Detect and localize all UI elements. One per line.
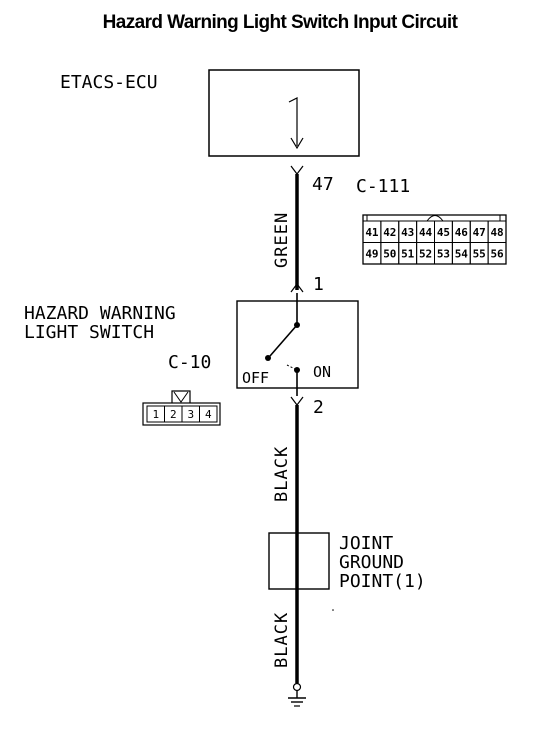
ground-symbol-icon [288,682,306,707]
joint-ground-label-line1: JOINT [339,533,393,554]
c10-pin-cell [199,405,218,423]
ecu-label: ETACS-ECU [60,72,158,93]
ecu-pin-connector-mark [290,165,304,175]
c111-pin-number: 53 [437,248,450,261]
c10-pin-number: 1 [152,408,159,421]
switch-on-label: ON [313,363,331,381]
joint-ground-label-line2: GROUND [339,552,404,573]
switch-pin2-number: 2 [313,397,324,418]
c111-pin-cell [487,242,507,265]
c111-pin-number: 54 [455,248,469,261]
c111-pin-number: 51 [401,248,415,261]
c10-pin-number: 4 [205,408,212,421]
c10-pin-number: 3 [187,408,194,421]
wire-black-upper-label: BLACK [272,446,292,502]
switch-pin2-connector-mark [290,396,304,406]
diagram-title: Hazard Warning Light Switch Input Circui… [102,12,458,33]
wire-green-label: GREEN [272,212,292,268]
ecu-box [208,69,360,157]
joint-ground-box [268,532,330,590]
c111-pin-number: 45 [437,226,450,239]
switch-label-line1: HAZARD WARNING [24,303,176,324]
ecu-input-symbol [288,97,304,150]
switch-label-line2: LIGHT SWITCH [24,322,154,343]
switch-contacts [265,293,300,396]
stray-dot [332,609,334,611]
c111-pin-number: 55 [473,248,486,261]
wire-black-lower-label: BLACK [272,612,292,668]
c111-label: C-111 [356,176,410,197]
switch-pin1-number: 1 [313,274,324,295]
c111-pin-number: 44 [419,226,433,239]
c111-pin-number: 49 [365,248,378,261]
c111-pin-number: 43 [401,226,414,239]
c111-pin-number: 48 [490,226,503,239]
switch-off-label: OFF [242,369,269,387]
c111-pin-number: 50 [383,248,396,261]
c111-pin-number: 52 [419,248,432,261]
c111-pin-number: 46 [455,226,469,239]
c10-label: C-10 [168,352,211,373]
ecu-pin-number: 47 [312,174,334,195]
c111-pin-number: 41 [365,226,379,239]
c111-pin-number: 47 [473,226,486,239]
c111-pin-number: 42 [383,226,396,239]
c10-pin-number: 2 [170,408,177,421]
c111-connector: 41 42 43 44 45 46 47 48 49 50 51 52 53 54 55 56 [362,214,507,265]
joint-ground-label-line3: POINT(1) [339,571,426,592]
switch-pin1-connector-mark [290,283,304,293]
c111-pin-number: 56 [490,248,504,261]
